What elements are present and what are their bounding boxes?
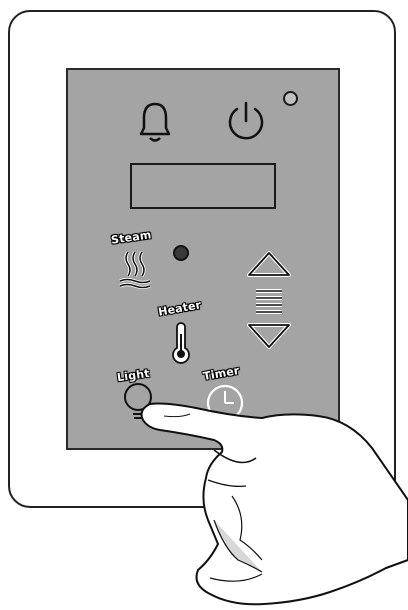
status-display [130, 163, 276, 209]
power-indicator-led [283, 91, 298, 106]
clock-icon[interactable] [205, 383, 245, 423]
steam-icon[interactable] [118, 248, 152, 290]
steam-indicator-led [173, 245, 189, 261]
light-bulb-icon[interactable] [120, 380, 160, 428]
level-bars-icon [254, 287, 284, 317]
bell-icon[interactable] [136, 100, 174, 144]
power-icon[interactable] [224, 99, 268, 143]
control-panel [66, 68, 340, 450]
thermometer-icon[interactable] [171, 322, 191, 364]
down-arrow-icon[interactable] [246, 322, 292, 350]
up-arrow-icon[interactable] [246, 250, 292, 278]
